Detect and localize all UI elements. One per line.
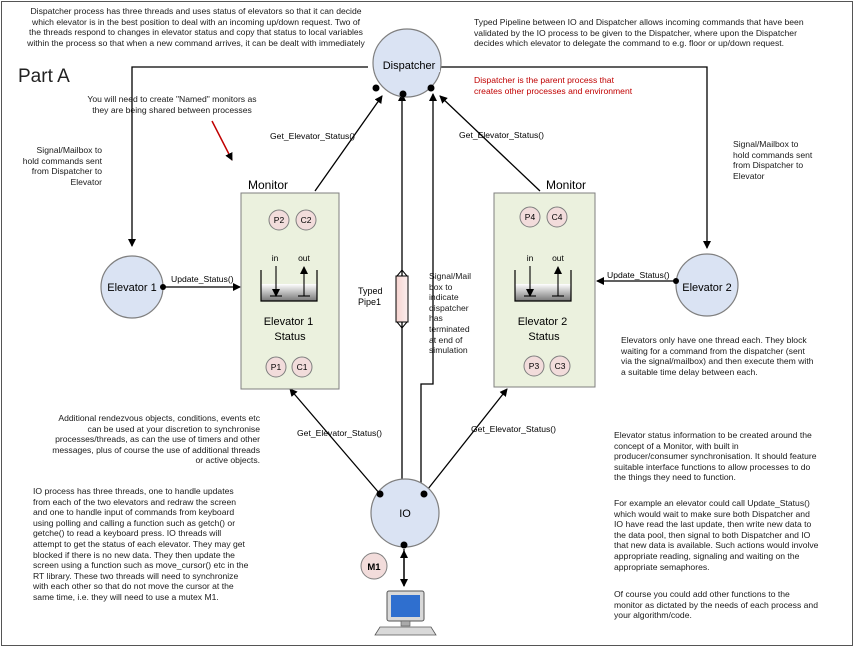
dispatcher-thread-dot [399,90,407,98]
monitor1-status-line2: Status [274,331,306,343]
dispatcher-thread-dot [427,84,435,92]
token-p3 [523,355,545,377]
label-get-status-bl: Get_Elevator_Status() [297,428,382,438]
note-rendezvous: Additional rendezvous objects, condition… [52,413,260,466]
token-c4 [546,206,568,228]
monitor1-heading: Monitor [248,178,288,192]
note-elevator-threads: Elevators only have one thread each. The… [621,335,814,377]
svg-text:C4: C4 [552,212,563,222]
monitor2-heading: Monitor [546,178,586,192]
label-get-status-tl: Get_Elevator_Status() [270,131,355,141]
token-p1 [265,356,287,378]
svg-text:P2: P2 [274,215,285,225]
arrow-io-monitor1 [289,388,381,495]
pointer-arrow-red [211,120,233,161]
note-other-functions: Of course you could add other functions … [614,589,818,621]
token-c2 [295,209,317,231]
arrow-dispatcher-monitor2 [439,95,541,192]
note-signal-mailbox-left: Signal/Mailbox to hold commands sent fro… [22,145,102,187]
note-dispatcher-parent: Dispatcher is the parent process that cr… [474,75,633,96]
token-p4 [519,206,541,228]
svg-text:P4: P4 [525,212,536,222]
label-update-right: Update_Status() [607,270,670,280]
label-update-left: Update_Status() [171,274,234,284]
monitor2-status-line2: Status [528,331,560,343]
mutex-m1 [360,552,388,580]
label-get-status-tr: Get_Elevator_Status() [459,130,544,140]
note-signal-mailbox-right: Signal/Mailbox to hold commands sent fro… [733,139,813,181]
label-get-status-br: Get_Elevator_Status() [471,424,556,434]
elevator1-label: Elevator 1 [107,282,157,294]
pipe-line2: Pipe1 [358,297,381,307]
token-c1 [291,356,313,378]
note-update-example: For example an elevator could call Updat… [614,498,819,572]
mutex-label: M1 [367,562,381,573]
svg-text:C3: C3 [555,361,566,371]
mailbox-line-left [128,66,368,247]
monitor1-status-line1: Elevator 1 [264,316,314,328]
svg-text:in: in [527,253,534,263]
typed-pipe1 [395,275,409,323]
label-typed-pipe: Typed Pipe1 [358,286,385,307]
svg-text:in: in [272,253,279,263]
elevator2-label: Elevator 2 [682,282,732,294]
dispatcher-label: Dispatcher [383,60,436,72]
note-io-process: IO process has three threads, one to han… [33,486,249,602]
note-status-monitor: Elevator status information to be create… [614,430,817,483]
mailbox-line-right [440,66,711,249]
part-title: Part A [18,66,70,87]
terminate-signal-line [420,93,437,484]
svg-text:P1: P1 [271,362,282,372]
token-c3 [549,355,571,377]
elevator2-node [675,253,739,317]
io-label: IO [399,508,411,520]
token-p2 [268,209,290,231]
arrow-io-monitor2 [423,388,508,495]
note-named-monitors: You will need to create "Named" monitors… [87,94,257,115]
data-pool-1 [261,284,317,301]
note-typed-pipeline: Typed Pipeline between IO and Dispatcher… [474,17,804,49]
computer-icon [374,590,437,636]
monitor2-status-label: Elevator 2 Status [518,316,571,343]
data-pool-2 [515,284,571,301]
monitor1-status-label: Elevator 1 Status [264,316,317,343]
svg-text:C1: C1 [297,362,308,372]
svg-text:P3: P3 [529,361,540,371]
dispatcher-thread-dot [372,84,380,92]
svg-text:C2: C2 [301,215,312,225]
note-dispatcher-threads: Dispatcher process has three threads and… [27,6,365,48]
svg-text:out: out [298,253,310,263]
svg-text:out: out [552,253,564,263]
pipe-line1: Typed [358,286,383,296]
arrow-dispatcher-monitor1 [314,95,383,192]
monitor2-status-line1: Elevator 2 [518,316,568,328]
